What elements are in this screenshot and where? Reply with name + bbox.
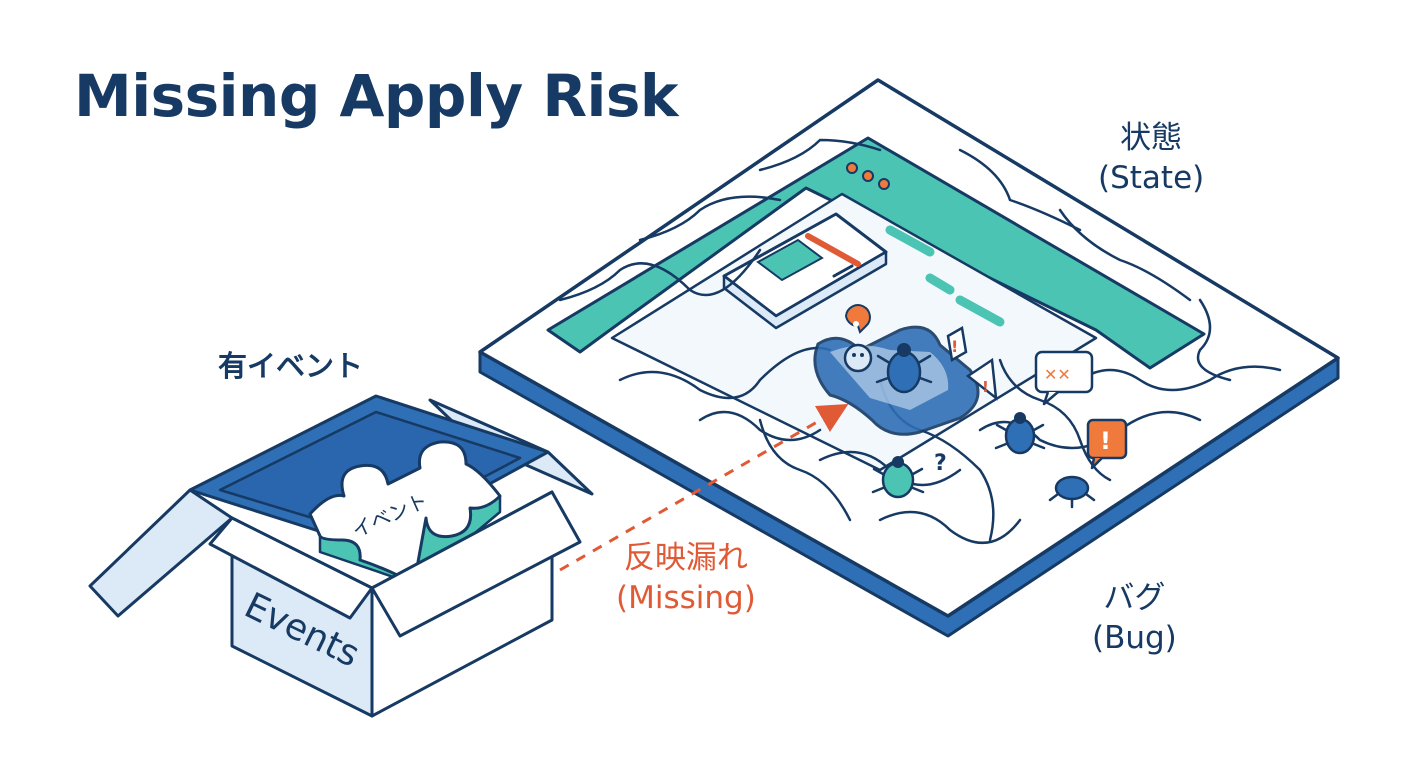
box-flap-front bbox=[208, 516, 374, 620]
missing-label: 反映漏れ (Missing) bbox=[616, 538, 756, 618]
window-dot bbox=[862, 170, 874, 182]
window-bar bbox=[955, 295, 1005, 327]
alert-icon: ! bbox=[965, 357, 998, 401]
window-bar bbox=[925, 273, 955, 295]
box-flap-front-right bbox=[370, 490, 582, 638]
page-title: Missing Apply Risk bbox=[74, 62, 678, 130]
svg-text:!: ! bbox=[982, 378, 989, 396]
bug-icon bbox=[994, 412, 1046, 455]
bug-label: バグ (Bug) bbox=[1092, 578, 1177, 658]
window-dot bbox=[878, 178, 890, 190]
box-flap-left bbox=[88, 488, 234, 618]
bug-label-jp: バグ bbox=[1103, 580, 1166, 616]
question-mark-icon: ? bbox=[934, 451, 947, 476]
bug-icon bbox=[871, 456, 925, 499]
window-bar bbox=[885, 225, 935, 257]
events-box: イベント Events bbox=[88, 394, 594, 718]
events-label-jp: 有イベント bbox=[218, 349, 364, 383]
document-icon bbox=[722, 212, 888, 330]
window-dot bbox=[846, 162, 858, 174]
svg-text:✕✕: ✕✕ bbox=[1044, 365, 1071, 384]
bug-icon bbox=[843, 343, 873, 373]
state-label: 状態 (State) bbox=[1098, 118, 1204, 198]
svg-text:!: ! bbox=[1100, 427, 1111, 455]
state-window-frame bbox=[546, 136, 1206, 370]
events-label: 有イベント bbox=[218, 346, 363, 386]
missing-label-en: (Missing) bbox=[616, 580, 756, 616]
alert-icon bbox=[844, 304, 871, 334]
missing-arrow bbox=[559, 404, 849, 572]
state-label-en: (State) bbox=[1098, 160, 1205, 196]
missing-label-jp: 反映漏れ bbox=[623, 540, 748, 576]
alert-icon: ! bbox=[946, 326, 968, 362]
bug-label-en: (Bug) bbox=[1092, 620, 1177, 656]
alert-icon: ! bbox=[1086, 418, 1128, 470]
error-bubble-icon: ✕✕ bbox=[1034, 350, 1094, 406]
bug-icon bbox=[1048, 475, 1096, 509]
state-label-jp: 状態 bbox=[1120, 120, 1183, 156]
svg-text:!: ! bbox=[951, 337, 958, 356]
bug-icon bbox=[875, 343, 933, 394]
